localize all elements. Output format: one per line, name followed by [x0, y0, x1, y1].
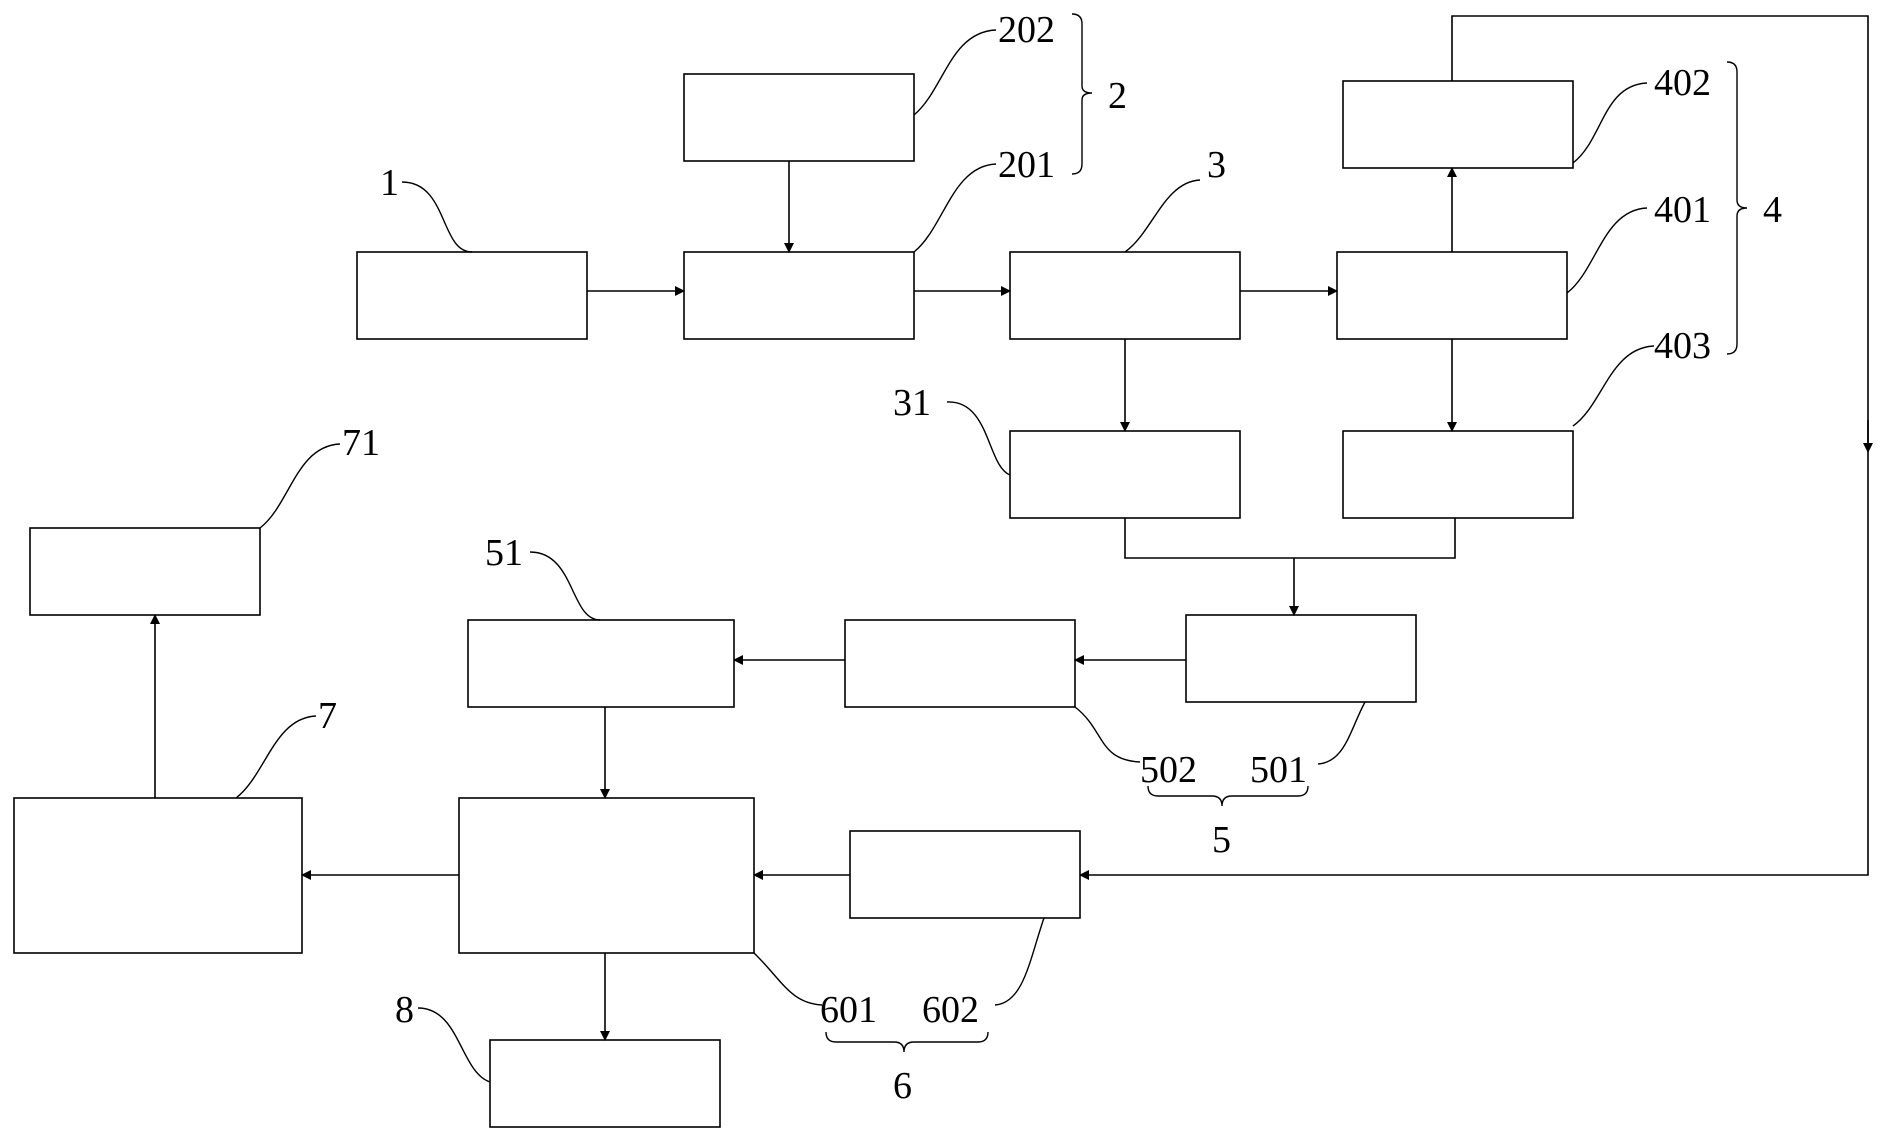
label-202: 202	[998, 9, 1055, 51]
label-1: 1	[380, 162, 399, 204]
block-602	[849, 830, 1081, 919]
connector-31-403-merge	[1124, 518, 1456, 559]
block-401	[1336, 251, 1568, 340]
leader-403	[1572, 345, 1655, 427]
brace-6	[825, 1031, 989, 1053]
block-71	[29, 527, 261, 616]
connector-402-to-602	[1079, 15, 1869, 880]
label-7: 7	[318, 695, 337, 737]
brace-4	[1726, 61, 1748, 355]
label-8: 8	[395, 989, 414, 1031]
leader-402	[1572, 82, 1648, 164]
leader-601	[753, 952, 823, 1006]
label-2: 2	[1108, 75, 1127, 117]
leader-31	[946, 401, 1011, 476]
label-71: 71	[342, 422, 380, 464]
block-51	[467, 619, 735, 708]
block-601	[458, 797, 755, 954]
label-4: 4	[1763, 189, 1782, 231]
leader-602	[994, 917, 1045, 1006]
block-7	[13, 797, 303, 954]
block-8	[489, 1039, 721, 1128]
leader-202	[913, 29, 997, 116]
block-202	[683, 73, 915, 162]
leader-501	[1317, 701, 1366, 765]
leader-7	[235, 715, 317, 799]
block-501	[1185, 614, 1417, 703]
block-3	[1009, 251, 1241, 340]
block-402	[1342, 80, 1574, 169]
leader-71	[259, 443, 341, 529]
label-6: 6	[893, 1065, 912, 1107]
leader-51	[529, 551, 601, 621]
leader-1	[401, 181, 473, 253]
block-1	[356, 251, 588, 340]
leader-401	[1566, 207, 1648, 294]
label-5: 5	[1212, 819, 1231, 861]
label-201: 201	[998, 144, 1055, 186]
leader-8	[417, 1007, 491, 1083]
label-502: 502	[1140, 749, 1197, 791]
leader-201	[913, 163, 997, 253]
label-402: 402	[1654, 62, 1711, 104]
block-201	[683, 251, 915, 340]
label-31: 31	[893, 382, 931, 424]
block-502	[844, 619, 1076, 708]
brace-5	[1147, 785, 1309, 807]
label-403: 403	[1654, 325, 1711, 367]
label-501: 501	[1250, 749, 1307, 791]
block-403	[1342, 430, 1574, 519]
brace-2	[1071, 13, 1093, 175]
label-401: 401	[1654, 189, 1711, 231]
label-3: 3	[1207, 144, 1226, 186]
leader-3	[1124, 179, 1201, 253]
label-51: 51	[485, 532, 523, 574]
leader-502	[1074, 706, 1141, 763]
label-601: 601	[820, 989, 877, 1031]
label-602: 602	[922, 989, 979, 1031]
block-31	[1009, 430, 1241, 519]
